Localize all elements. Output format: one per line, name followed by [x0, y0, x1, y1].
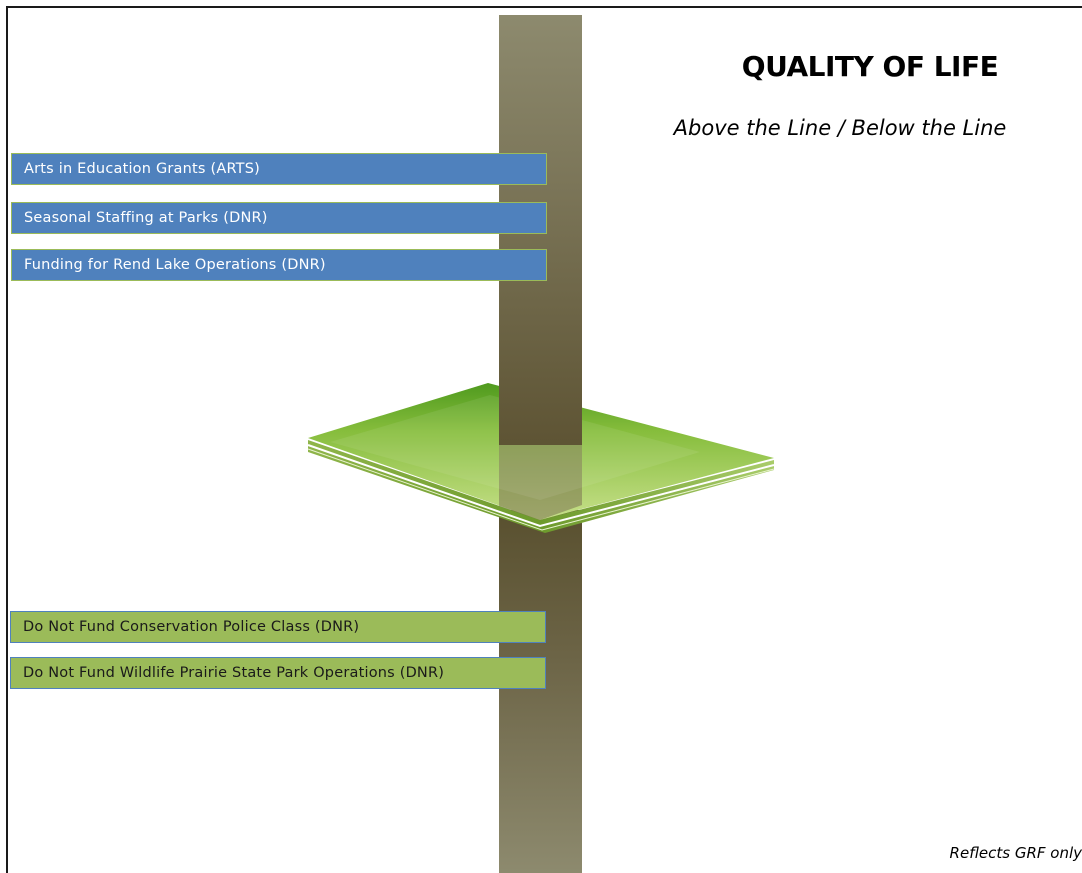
frame-border-left [6, 6, 8, 873]
footnote: Reflects GRF only [949, 844, 1082, 862]
pole-lower [499, 510, 582, 873]
below-line-item: Do Not Fund Wildlife Prairie State Park … [10, 657, 546, 689]
frame-border-top [6, 6, 1082, 8]
above-line-item: Arts in Education Grants (ARTS) [11, 153, 547, 185]
page-subtitle: Above the Line / Below the Line [673, 116, 1007, 140]
below-line-item: Do Not Fund Conservation Police Class (D… [10, 611, 546, 643]
above-line-item: Funding for Rend Lake Operations (DNR) [11, 249, 547, 281]
page-title: QUALITY OF LIFE [741, 50, 999, 83]
above-line-item: Seasonal Staffing at Parks (DNR) [11, 202, 547, 234]
